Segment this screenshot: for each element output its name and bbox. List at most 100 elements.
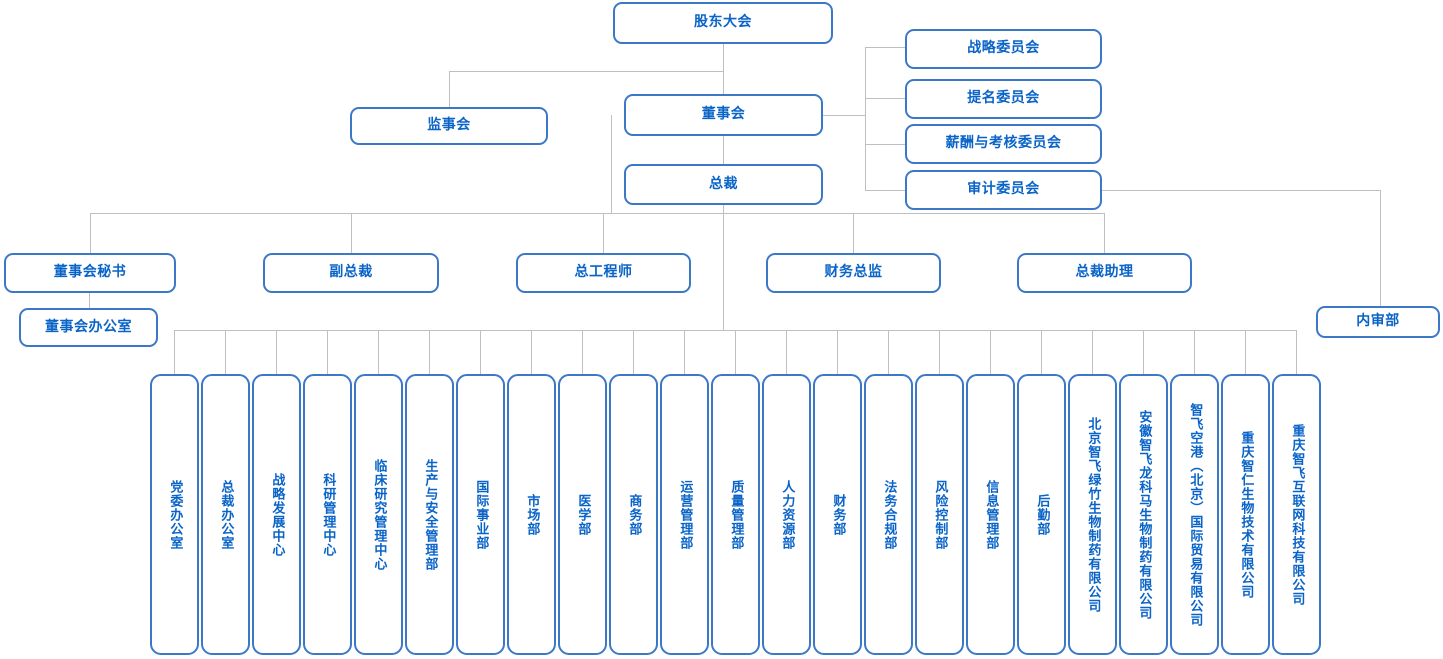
connector-dept-6 <box>429 330 430 374</box>
dept-risk-control[interactable]: 风险控制部 <box>915 374 964 655</box>
dept-label: 法务合规部 <box>881 479 897 550</box>
dept-label: 人力资源部 <box>779 479 795 550</box>
node-president[interactable]: 总裁 <box>624 164 823 205</box>
dept-quality-management[interactable]: 质量管理部 <box>711 374 760 655</box>
connector-exec-3 <box>603 213 604 253</box>
connector-exec-5 <box>1104 213 1105 253</box>
connector-dept-12 <box>735 330 736 374</box>
subsidiary-label: 北京智飞绿竹生物制药有限公司 <box>1085 416 1101 613</box>
subsidiary-chongqing-zhifei-internet[interactable]: 重庆智飞互联网科技有限公司 <box>1272 374 1321 655</box>
subsidiary-label: 重庆智仁生物技术有限公司 <box>1238 430 1254 599</box>
exec-board-secretary[interactable]: 董事会秘书 <box>4 253 176 293</box>
subsidiary-anhui-zhifei-longcoma[interactable]: 安徽智飞龙科马生物制药有限公司 <box>1119 374 1168 655</box>
connector-dept-21 <box>1194 330 1195 374</box>
connector-exec-2 <box>351 213 352 253</box>
dept-label: 党委办公室 <box>167 479 183 550</box>
committee-strategy[interactable]: 战略委员会 <box>905 29 1102 69</box>
connector-dept-10 <box>633 330 634 374</box>
dept-party-committee-office[interactable]: 党委办公室 <box>150 374 199 655</box>
connector-dept-5 <box>378 330 379 374</box>
connector-committee-3 <box>865 144 905 145</box>
dept-label: 市场部 <box>524 493 540 536</box>
subsidiary-label: 安徽智飞龙科马生物制药有限公司 <box>1136 409 1152 620</box>
dept-research-management-center[interactable]: 科研管理中心 <box>303 374 352 655</box>
dept-president-office[interactable]: 总裁办公室 <box>201 374 250 655</box>
dept-logistics[interactable]: 后勤部 <box>1017 374 1066 655</box>
connector-dept-2 <box>225 330 226 374</box>
connector-shareholders-to-board <box>723 44 724 94</box>
connector-exec-4 <box>853 213 854 253</box>
dept-business[interactable]: 商务部 <box>609 374 658 655</box>
connector-board-left-stem <box>611 115 612 213</box>
dept-label: 医学部 <box>575 493 591 536</box>
dept-label: 商务部 <box>626 493 642 536</box>
connector-dept-7 <box>480 330 481 374</box>
dept-label: 总裁办公室 <box>218 479 234 550</box>
connector-dept-14 <box>837 330 838 374</box>
connector-dept-17 <box>990 330 991 374</box>
dept-label: 后勤部 <box>1034 493 1050 536</box>
connector-dept-23 <box>1296 330 1297 374</box>
exec-chief-engineer[interactable]: 总工程师 <box>516 253 691 293</box>
connector-committee-4 <box>865 190 905 191</box>
dept-label: 财务部 <box>830 493 846 536</box>
committee-nomination[interactable]: 提名委员会 <box>905 79 1102 119</box>
dept-finance[interactable]: 财务部 <box>813 374 862 655</box>
connector-audit-to-internal-audit-h <box>1102 190 1381 191</box>
subsidiary-zhifei-konggang-beijing[interactable]: 智飞空港（北京）国际贸易有限公司 <box>1170 374 1219 655</box>
subsidiary-label: 重庆智飞互联网科技有限公司 <box>1289 423 1305 606</box>
exec-president-assistant[interactable]: 总裁助理 <box>1017 253 1192 293</box>
dept-medical[interactable]: 医学部 <box>558 374 607 655</box>
dept-label: 生产与安全管理部 <box>422 458 438 571</box>
dept-information-management[interactable]: 信息管理部 <box>966 374 1015 655</box>
connector-shareholders-to-supervisory-h <box>449 71 724 72</box>
connector-committee-spine <box>865 47 866 190</box>
dept-label: 运营管理部 <box>677 479 693 550</box>
node-internal-audit[interactable]: 内审部 <box>1316 306 1440 338</box>
dept-legal-compliance[interactable]: 法务合规部 <box>864 374 913 655</box>
dept-label: 风险控制部 <box>932 479 948 550</box>
connector-committee-2 <box>865 98 905 99</box>
subsidiary-beijing-zhifei-lvzhu[interactable]: 北京智飞绿竹生物制药有限公司 <box>1068 374 1117 655</box>
connector-dept-1 <box>174 330 175 374</box>
dept-label: 临床研究管理中心 <box>371 458 387 571</box>
node-supervisory-board[interactable]: 监事会 <box>350 107 548 145</box>
subsidiary-chongqing-zhiren[interactable]: 重庆智仁生物技术有限公司 <box>1221 374 1270 655</box>
connector-board-to-committees-h <box>823 115 865 116</box>
committee-audit[interactable]: 审计委员会 <box>905 170 1102 210</box>
connector-dept-4 <box>327 330 328 374</box>
connector-board-to-president <box>723 136 724 164</box>
connector-dept-11 <box>684 330 685 374</box>
connector-dept-20 <box>1143 330 1144 374</box>
connector-exec-1 <box>90 213 91 253</box>
connector-dept-13 <box>786 330 787 374</box>
dept-label: 国际事业部 <box>473 479 489 550</box>
exec-vice-president[interactable]: 副总裁 <box>263 253 439 293</box>
connector-dept-8 <box>531 330 532 374</box>
node-board-office[interactable]: 董事会办公室 <box>19 308 158 347</box>
node-board-of-directors[interactable]: 董事会 <box>624 94 823 136</box>
dept-clinical-research-management-center[interactable]: 临床研究管理中心 <box>354 374 403 655</box>
dept-operations-management[interactable]: 运营管理部 <box>660 374 709 655</box>
committee-remuneration-appraisal[interactable]: 薪酬与考核委员会 <box>905 124 1102 164</box>
dept-strategy-development-center[interactable]: 战略发展中心 <box>252 374 301 655</box>
connector-dept-16 <box>939 330 940 374</box>
exec-cfo[interactable]: 财务总监 <box>766 253 941 293</box>
connector-dept-9 <box>582 330 583 374</box>
dept-production-safety-management[interactable]: 生产与安全管理部 <box>405 374 454 655</box>
connector-dept-22 <box>1245 330 1246 374</box>
dept-marketing[interactable]: 市场部 <box>507 374 556 655</box>
connector-secretary-to-board-office <box>89 293 90 308</box>
dept-human-resources[interactable]: 人力资源部 <box>762 374 811 655</box>
connector-executive-rail <box>90 213 1105 214</box>
connector-president-to-dept-rail <box>723 205 724 330</box>
connector-audit-to-internal-audit-v <box>1380 190 1381 306</box>
dept-international-business[interactable]: 国际事业部 <box>456 374 505 655</box>
connector-dept-15 <box>888 330 889 374</box>
node-shareholders-meeting[interactable]: 股东大会 <box>613 2 833 44</box>
dept-label: 战略发展中心 <box>269 472 285 557</box>
dept-label: 信息管理部 <box>983 479 999 550</box>
connector-dept-19 <box>1092 330 1093 374</box>
subsidiary-label: 智飞空港（北京）国际贸易有限公司 <box>1187 402 1203 627</box>
